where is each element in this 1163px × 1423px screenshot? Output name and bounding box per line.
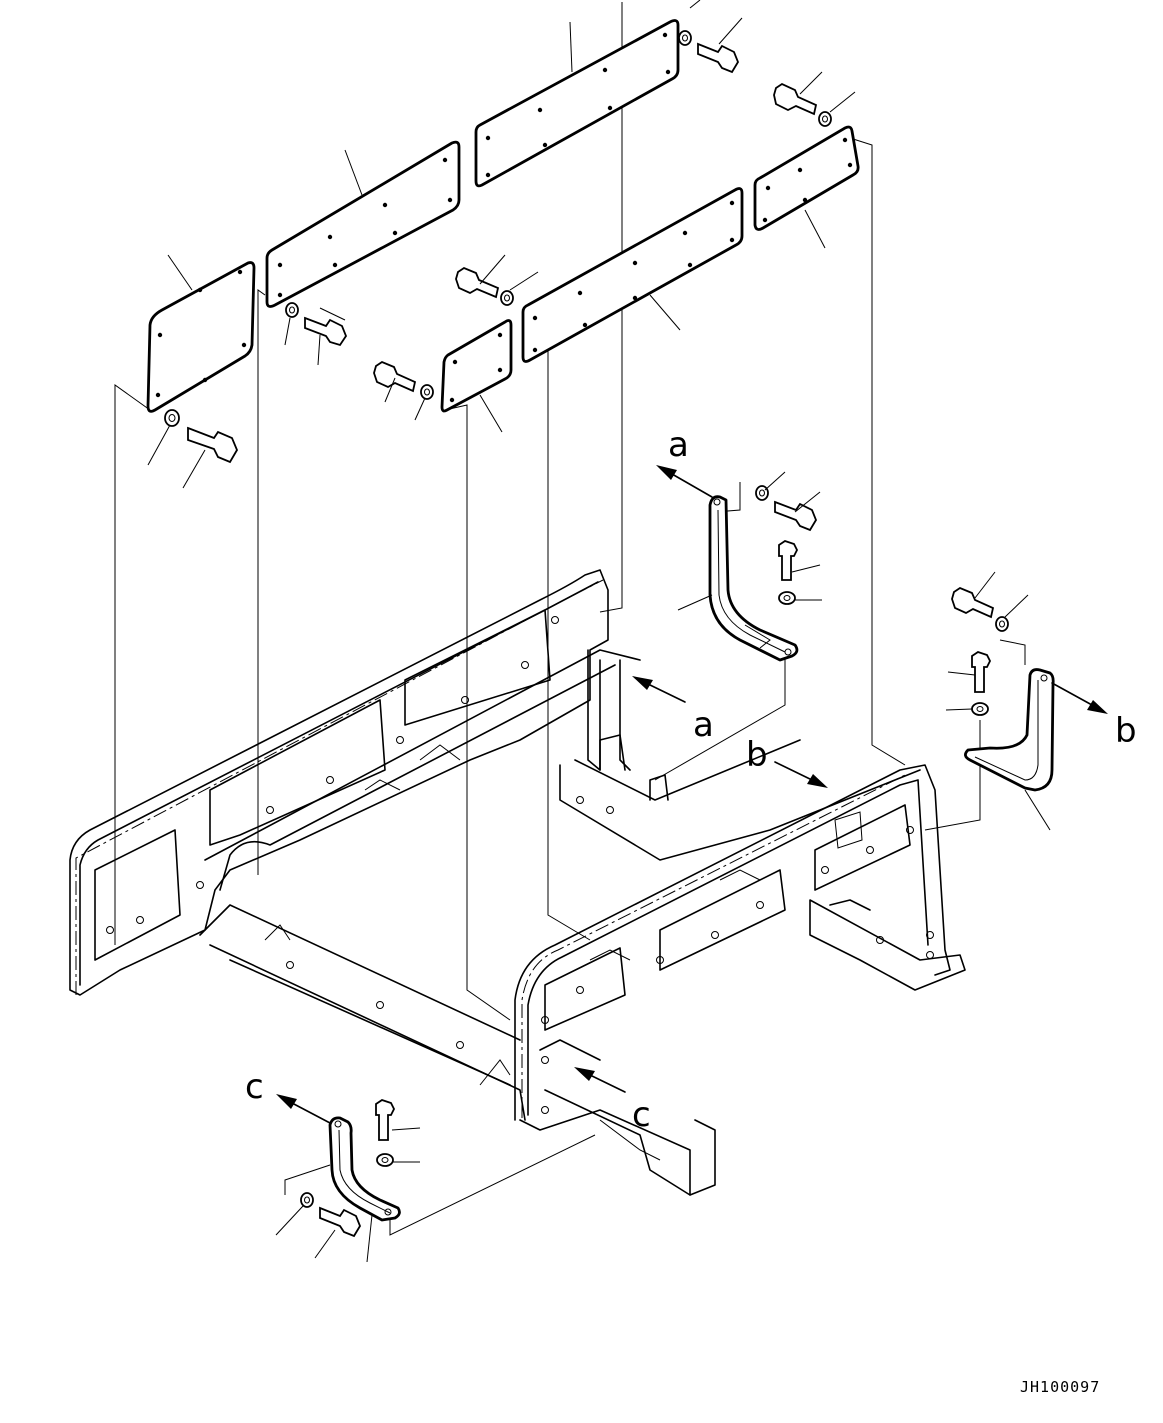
washer: [285, 302, 299, 318]
view-label-a-top: a: [668, 425, 689, 465]
bolt: [951, 586, 995, 619]
washer: [300, 1192, 314, 1208]
cover-panel-rear-center: [265, 140, 461, 308]
bolt: [778, 540, 799, 581]
drawing-id: JH100097: [1020, 1378, 1100, 1396]
bracket-c: [328, 1116, 401, 1222]
bolt: [319, 1206, 362, 1238]
washer: [500, 290, 514, 306]
bolt: [187, 426, 239, 464]
washer: [420, 384, 434, 400]
view-arrows: [276, 465, 1108, 1124]
view-label-c-frame: c: [632, 1095, 651, 1135]
washer: [376, 1153, 394, 1167]
frame-assembly: [69, 569, 966, 1196]
bolt: [373, 360, 417, 393]
cover-panels: [146, 19, 860, 413]
washer: [755, 485, 769, 501]
bolt: [455, 266, 500, 299]
bracket-b: [964, 668, 1055, 792]
bolt: [304, 316, 348, 347]
washer: [164, 409, 180, 427]
bolt: [697, 42, 740, 74]
bolt: [375, 1099, 396, 1141]
washer: [971, 702, 989, 716]
cover-panel-front-right: [753, 125, 860, 231]
view-label-b-bracket: b: [1115, 711, 1137, 751]
cover-panel-rear-left: [146, 261, 256, 413]
callout-leaders: [147, 0, 1051, 1263]
bolt: [774, 500, 818, 532]
view-label-a-frame: a: [693, 705, 714, 745]
cover-panel-rear-right: [474, 19, 680, 188]
washer: [778, 591, 796, 605]
washer: [818, 111, 832, 127]
alignment-lines: [114, 2, 1026, 1236]
bolt: [773, 82, 818, 116]
washer: [995, 616, 1009, 632]
bracket-a: [708, 495, 799, 662]
cover-panel-front-center: [521, 187, 744, 363]
fasteners: [164, 30, 1009, 1238]
washer: [678, 30, 692, 46]
bolt: [971, 651, 992, 693]
view-label-b-frame: b: [746, 735, 768, 775]
cover-panel-front-left: [440, 319, 513, 413]
view-label-c-bracket: c: [245, 1067, 264, 1107]
